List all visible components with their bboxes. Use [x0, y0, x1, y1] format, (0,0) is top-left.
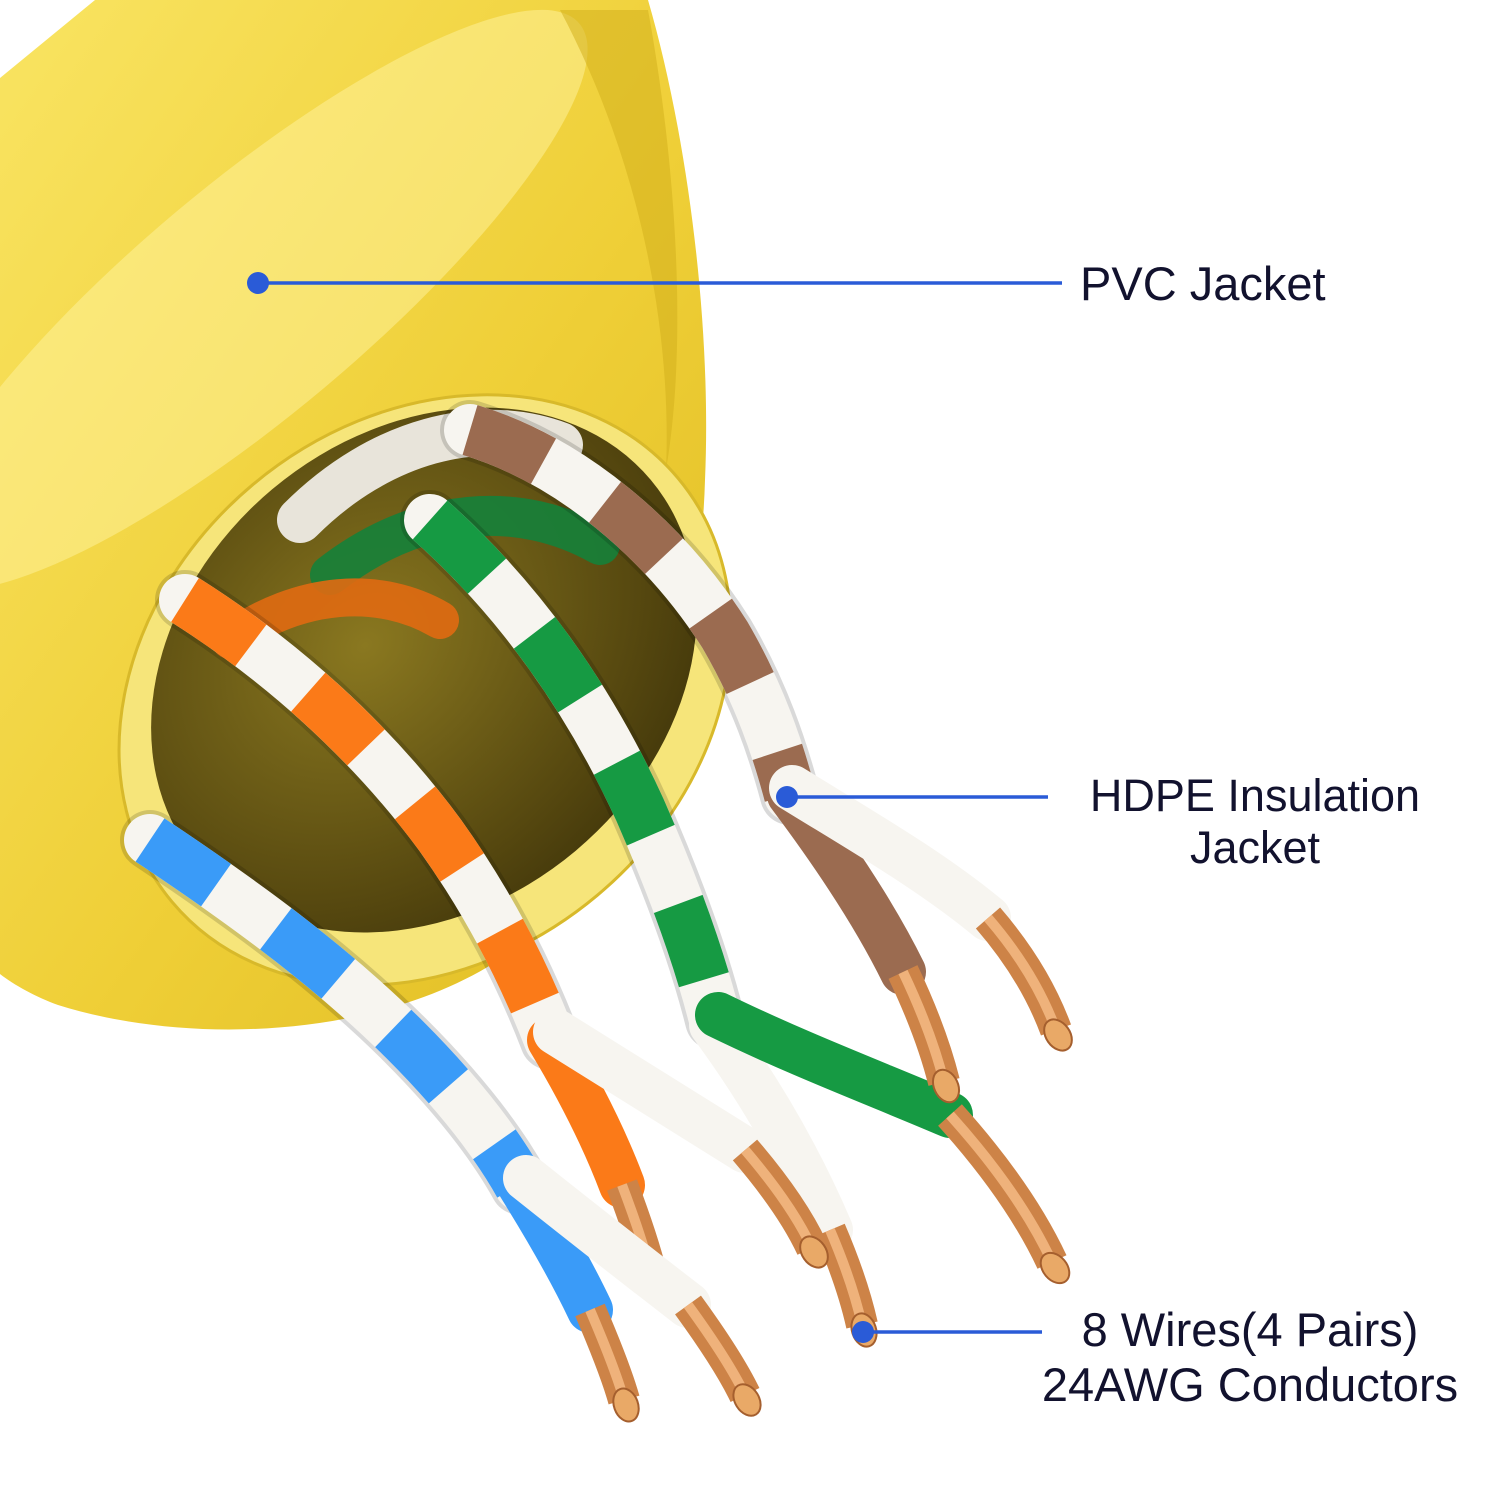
wires-label-line2: 24AWG Conductors [1041, 1357, 1459, 1411]
twisted-pair-blue [120, 810, 762, 1423]
jacket-highlight [0, 9, 588, 591]
hdpe-label-line2: Jacket [1189, 822, 1321, 874]
twisted-pair-orange [155, 570, 829, 1301]
twisted-pair-brown [440, 400, 1073, 1104]
hdpe-label-line1: HDPE Insulation [1089, 770, 1421, 821]
copper-conductor-tip [1043, 1018, 1073, 1052]
twisted-pair-green [400, 490, 1071, 1348]
copper-conductor-tip [732, 1383, 762, 1417]
cable-opening [117, 393, 733, 987]
callout-label-pvc: PVC Jacket [1080, 257, 1326, 312]
copper-conductor-tip [799, 1235, 829, 1269]
pvc-jacket-label: PVC Jacket [1080, 257, 1326, 310]
copper-conductor-tip [1039, 1251, 1071, 1285]
copper-conductor-tip [612, 1387, 640, 1423]
wires-label-line1: 8 Wires(4 Pairs) [1081, 1303, 1419, 1356]
callout-dot [247, 272, 269, 294]
callout-label-wires: 8 Wires(4 Pairs) 24AWG Conductors [1020, 1303, 1480, 1412]
callout-label-hdpe: HDPE Insulation Jacket [1055, 770, 1455, 874]
copper-conductor-tip [931, 1068, 961, 1104]
callout-leader-pvc [247, 272, 1062, 294]
callout-leader-wires [852, 1321, 1042, 1343]
callout-leader-hdpe [776, 786, 1048, 808]
callout-dot [852, 1321, 874, 1343]
callout-dot [776, 786, 798, 808]
